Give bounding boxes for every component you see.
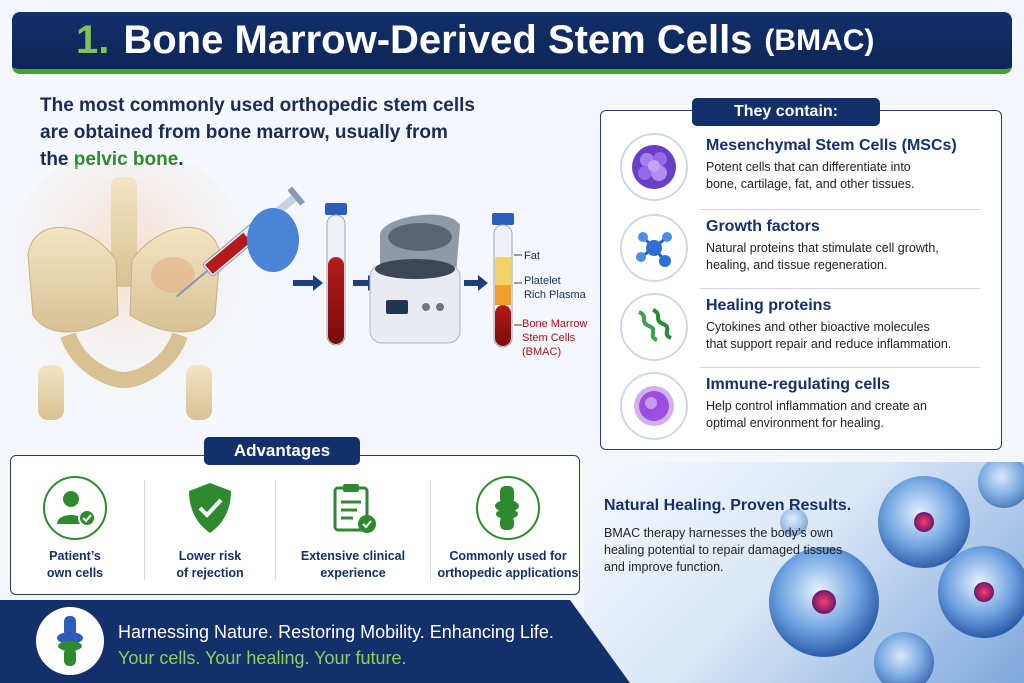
stem-cell-cluster-icon (620, 133, 688, 201)
divider (430, 480, 431, 580)
contains-item-immune-cells: Immune-regulating cells Help control inf… (620, 372, 990, 440)
natural-healing-text: BMAC therapy harnesses the body’s own he… (604, 526, 843, 574)
protein-helix-icon (620, 293, 688, 361)
bmac-label-1: Bone Marrow (522, 318, 587, 330)
stem-cells-image (769, 462, 1024, 683)
contains-item-healing-proteins: Healing proteins Cytokines and other bio… (620, 293, 990, 361)
title-number: 1. (76, 18, 110, 62)
process-illustration: Fat Platelet Rich Plasma Bone Marrow Ste… (8, 165, 587, 420)
patient-check-icon (43, 476, 107, 540)
contains-item-growth-factors: Growth factors Natural proteins that sti… (620, 214, 990, 282)
divider (700, 288, 980, 289)
intro-line-1: The most commonly used orthopedic stem c… (40, 95, 475, 116)
knee-joint-icon (476, 476, 540, 540)
divider (700, 367, 980, 368)
shield-check-icon (178, 476, 242, 540)
contains-heading: They contain: (692, 98, 880, 126)
arrow-icon (293, 275, 323, 291)
item-title: Growth factors (706, 218, 820, 235)
immune-cell-icon (620, 372, 688, 440)
title-abbreviation: (BMAC) (764, 23, 875, 57)
bmac-label-3: (BMAC) (522, 346, 561, 358)
cells-background (584, 462, 1024, 683)
title-banner: 1. Bone Marrow-Derived Stem Cells (BMAC) (12, 12, 1012, 74)
blood-tube-icon (325, 203, 347, 346)
clipboard-check-icon (321, 476, 385, 540)
natural-healing-title: Natural Healing. Proven Results. (604, 497, 852, 514)
footer-tagline: Harnessing Nature. Restoring Mobility. E… (118, 622, 554, 642)
bmac-label-2: Stem Cells (522, 332, 576, 344)
divider (275, 480, 276, 580)
item-desc: Potent cells that can differentiate into… (706, 160, 915, 191)
separated-tube-icon (492, 213, 522, 348)
prp-label-2: Rich Plasma (524, 289, 587, 301)
knee-logo-icon (36, 607, 104, 675)
item-title: Healing proteins (706, 297, 832, 314)
divider (144, 480, 145, 580)
molecule-icon (620, 214, 688, 282)
item-title: Mesenchymal Stem Cells (MSCs) (706, 137, 957, 154)
centrifuge-icon (369, 214, 461, 344)
contains-item-msc: Mesenchymal Stem Cells (MSCs) Potent cel… (620, 133, 990, 201)
arrow-icon (464, 275, 488, 291)
gloved-hand-icon (247, 208, 299, 272)
item-title: Immune-regulating cells (706, 376, 891, 393)
item-desc: Natural proteins that stimulate cell gro… (706, 241, 939, 272)
divider (700, 209, 980, 210)
page-title: Bone Marrow-Derived Stem Cells (123, 18, 753, 62)
advantages-heading: Advantages (204, 437, 360, 465)
intro-text: The most commonly used orthopedic stem c… (40, 92, 520, 173)
fat-label: Fat (524, 250, 540, 262)
footer-slogan: Your cells. Your healing. Your future. (118, 648, 407, 668)
intro-line-2: are obtained from bone marrow, usually f… (40, 122, 448, 143)
footer-banner (0, 600, 630, 683)
pelvis-bone-icon (27, 177, 221, 420)
prp-label-1: Platelet (524, 275, 561, 287)
